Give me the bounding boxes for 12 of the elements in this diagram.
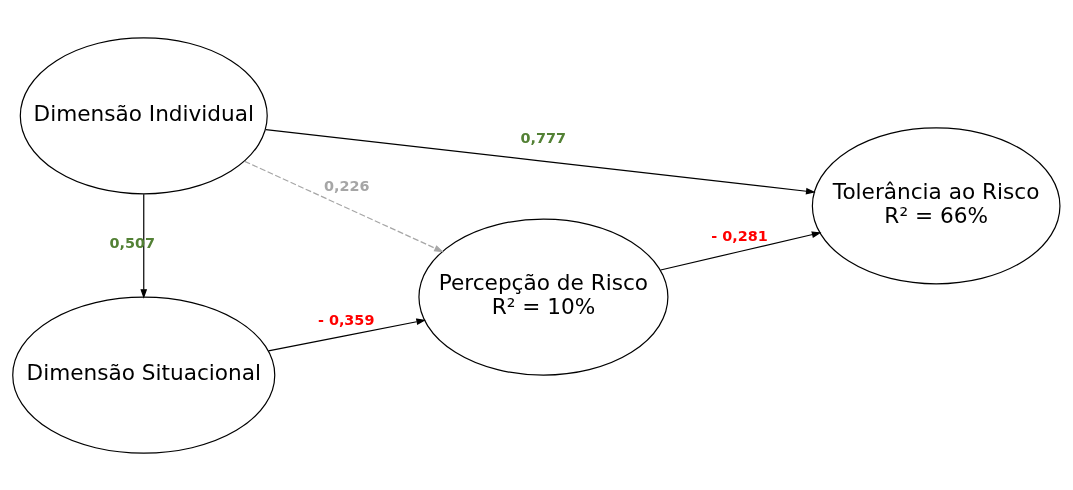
edge-label: - 0,281: [711, 227, 768, 244]
arrow: [140, 193, 148, 299]
arrow: [267, 318, 426, 351]
node-ellipse: Dimensão Situacional: [12, 296, 276, 454]
arrow: [244, 160, 444, 252]
node-ellipse: Dimensão Individual: [19, 36, 268, 194]
node-ellipse: Percepção de Risco R² = 10%: [418, 218, 669, 376]
arrow: [660, 230, 822, 271]
edge-label: 0,777: [520, 129, 567, 146]
edge-label: 0,226: [323, 177, 370, 194]
arrow: [265, 128, 816, 195]
edge-label: - 0,359: [317, 311, 375, 328]
